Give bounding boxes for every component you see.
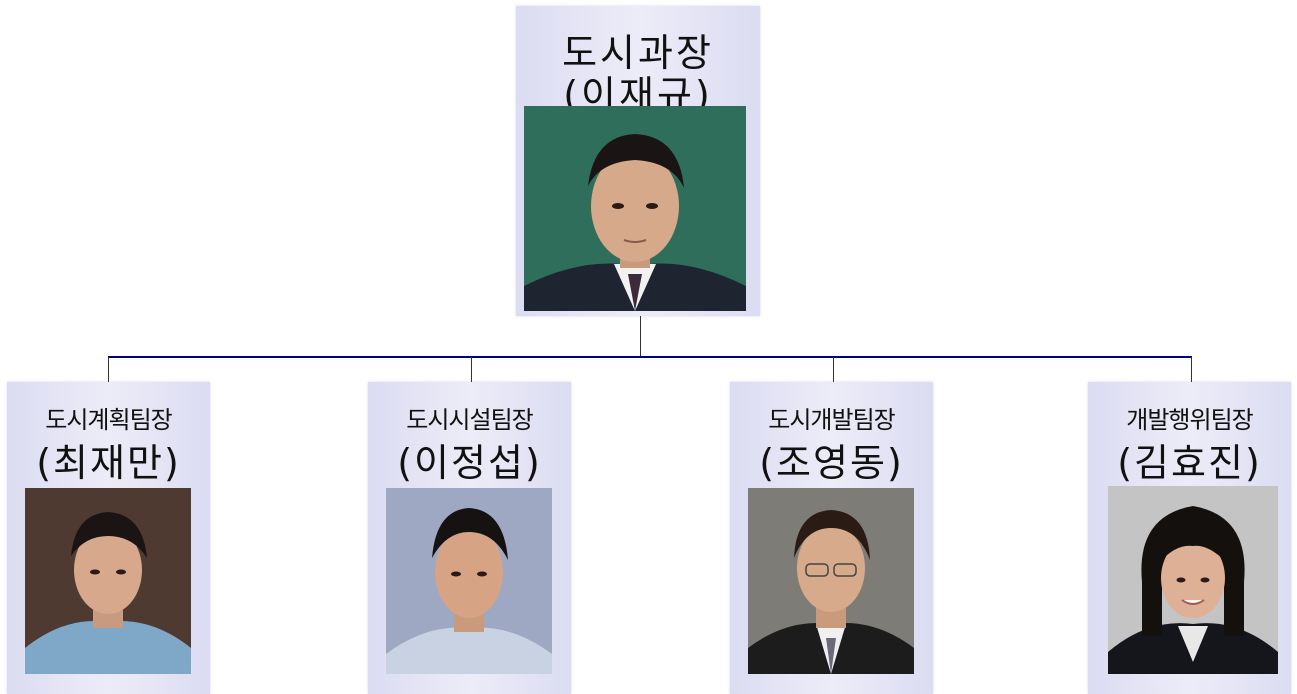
team-leader-photo bbox=[1108, 486, 1278, 674]
connector-team4 bbox=[1191, 357, 1192, 382]
team-leader-name: (이정섭) bbox=[397, 441, 542, 485]
team-title: 개발행위팀장 bbox=[1126, 406, 1253, 434]
connector-horizontal bbox=[108, 356, 1192, 358]
connector-team3 bbox=[833, 357, 834, 382]
team-card: 개발행위팀장 (김효진) bbox=[1088, 382, 1291, 694]
team-leader-photo bbox=[748, 488, 914, 674]
connector-chief-down bbox=[640, 316, 641, 356]
chief-card: 도시과장 (이재규) bbox=[516, 6, 760, 316]
team-leader-name: (조영동) bbox=[759, 441, 904, 485]
team-title: 도시시설팀장 bbox=[406, 406, 533, 434]
team-card: 도시시설팀장 (이정섭) bbox=[368, 382, 571, 694]
team-title: 도시계획팀장 bbox=[45, 406, 172, 434]
connector-team1 bbox=[108, 357, 109, 382]
team-leader-photo bbox=[25, 488, 191, 674]
team-card: 도시개발팀장 (조영동) bbox=[730, 382, 933, 694]
chief-photo bbox=[524, 106, 746, 311]
team-leader-photo bbox=[386, 488, 552, 674]
team-card: 도시계획팀장 (최재만) bbox=[7, 382, 210, 694]
team-leader-name: (김효진) bbox=[1117, 441, 1262, 485]
team-title: 도시개발팀장 bbox=[768, 406, 895, 434]
chief-title: 도시과장 bbox=[562, 31, 714, 75]
connector-team2 bbox=[471, 357, 472, 382]
team-leader-name: (최재만) bbox=[36, 441, 181, 485]
